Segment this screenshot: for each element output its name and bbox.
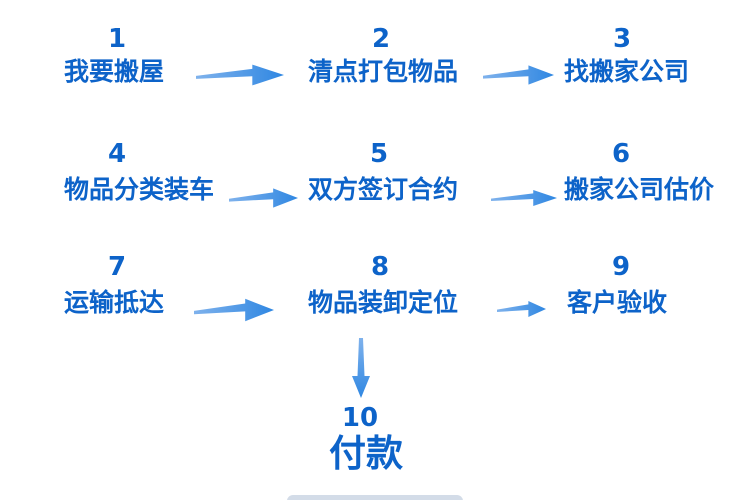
step-7-label: 运输抵达: [64, 288, 165, 317]
step-2-label: 清点打包物品: [308, 57, 459, 86]
arrow-step4-to-step5-icon: [229, 188, 298, 208]
arrow-step1-to-step2-icon: [196, 64, 284, 86]
arrow-step8-to-step10-icon: [352, 338, 370, 398]
step-5-label: 双方签订合约: [308, 175, 459, 204]
arrow-step7-to-step8-icon: [194, 298, 274, 322]
step-9-label: 客户验收: [567, 288, 668, 317]
step-7-number: 7: [107, 252, 127, 282]
step-2-number: 2: [371, 24, 391, 54]
step-1-label: 我要搬屋: [64, 57, 165, 86]
step-8-label: 物品装卸定位: [308, 288, 459, 317]
step-10-number: 10: [341, 403, 379, 433]
step-6-label: 搬家公司估价: [564, 175, 715, 204]
step-3-label: 找搬家公司: [564, 57, 690, 86]
step-4-number: 4: [107, 139, 127, 169]
step-5-number: 5: [369, 139, 389, 169]
arrow-step5-to-step6-icon: [491, 190, 557, 206]
arrow-step8-to-step9-icon: [497, 301, 546, 317]
step-9-number: 9: [611, 252, 631, 282]
step-10-label: 付款: [329, 432, 403, 475]
step-4-label: 物品分类装车: [64, 175, 215, 204]
step-6-number: 6: [611, 139, 631, 169]
cutoff-shape-bottom: [287, 495, 463, 500]
step-3-number: 3: [612, 24, 632, 54]
step-1-number: 1: [107, 24, 127, 54]
step-8-number: 8: [370, 252, 390, 282]
arrow-step2-to-step3-icon: [483, 65, 554, 85]
